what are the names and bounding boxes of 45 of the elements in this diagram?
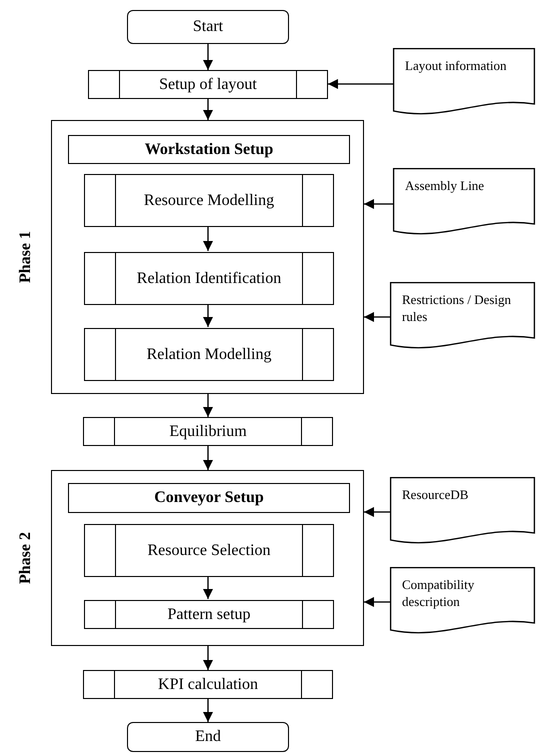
arrow bbox=[203, 226, 213, 251]
arrow bbox=[203, 394, 213, 417]
document-label: Layout information bbox=[405, 58, 508, 75]
process-label: Resource Selection bbox=[147, 540, 271, 560]
phase-label: Phase 2 bbox=[17, 531, 35, 586]
arrow bbox=[364, 199, 393, 209]
arrow bbox=[203, 646, 213, 670]
process-box bbox=[88, 70, 328, 99]
terminal-box bbox=[127, 10, 289, 44]
process-label: Relation Identification bbox=[136, 268, 282, 288]
arrow bbox=[203, 99, 213, 120]
process-label: Equilibrium bbox=[169, 422, 247, 442]
heading-label: Workstation Setup bbox=[144, 140, 274, 160]
heading-box bbox=[68, 483, 350, 513]
process-box bbox=[83, 670, 333, 699]
process-box bbox=[84, 174, 334, 227]
document-label: ResourceDB bbox=[402, 487, 470, 504]
document-label: Assembly Line bbox=[405, 178, 486, 195]
process-box bbox=[84, 524, 334, 577]
arrow bbox=[364, 597, 390, 607]
process-box bbox=[83, 417, 333, 446]
document-label: Compatibility description bbox=[402, 577, 476, 611]
process-box bbox=[84, 600, 334, 629]
process-label: Pattern setup bbox=[167, 604, 251, 624]
arrow bbox=[203, 304, 213, 327]
terminal-label: Start bbox=[192, 17, 224, 37]
phase-label: Phase 1 bbox=[17, 230, 35, 285]
heading-label: Conveyor Setup bbox=[154, 488, 264, 508]
arrow bbox=[364, 312, 390, 322]
arrow bbox=[203, 699, 213, 722]
heading-box bbox=[68, 135, 350, 164]
arrow bbox=[364, 507, 390, 517]
arrow bbox=[203, 446, 213, 470]
arrow bbox=[203, 44, 213, 70]
process-box bbox=[84, 328, 334, 381]
document-label: Restrictions / Design rules bbox=[402, 292, 512, 326]
process-box bbox=[84, 252, 334, 305]
process-label: Setup of layout bbox=[159, 74, 257, 94]
process-label: KPI calculation bbox=[158, 674, 258, 694]
terminal-box bbox=[127, 722, 289, 752]
process-label: Relation Modelling bbox=[146, 344, 272, 364]
process-label: Resource Modelling bbox=[144, 190, 274, 210]
arrow bbox=[203, 576, 213, 599]
terminal-label: End bbox=[195, 727, 221, 747]
arrow bbox=[328, 79, 393, 89]
